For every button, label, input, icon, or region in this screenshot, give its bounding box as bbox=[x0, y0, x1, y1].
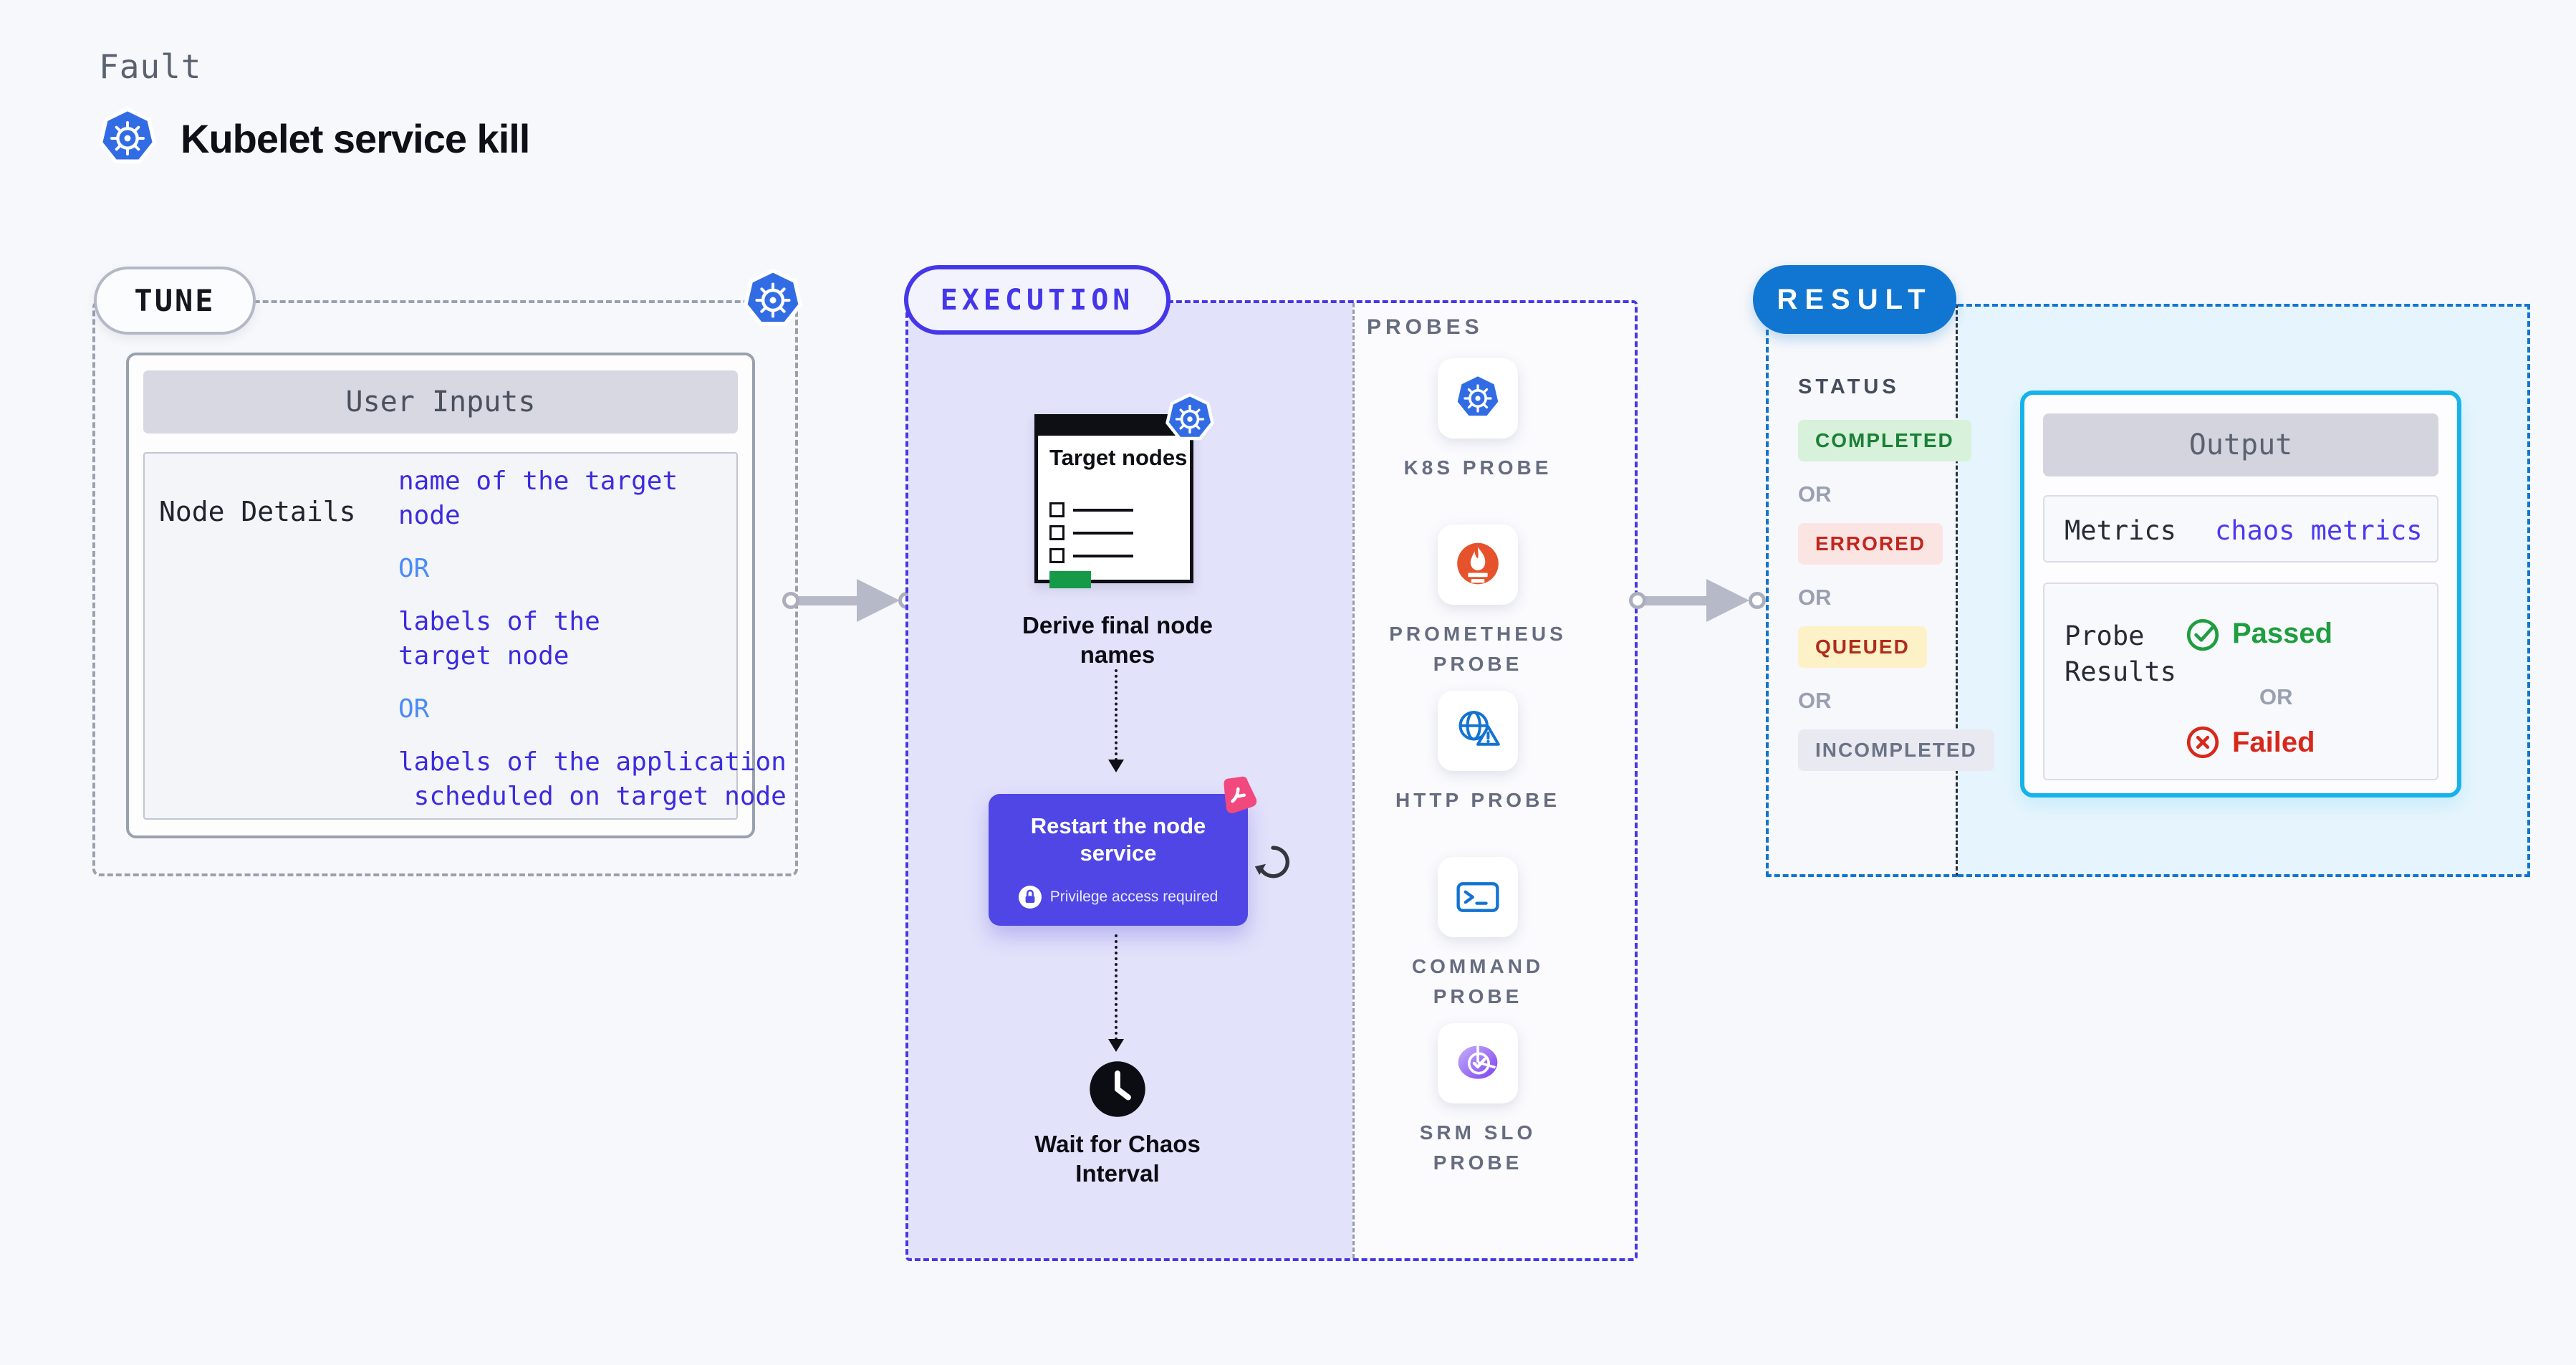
or-separator: OR bbox=[1798, 585, 1832, 610]
derive-node-names-label: Derive final node names bbox=[1022, 612, 1213, 668]
litmus-chaos-icon bbox=[1224, 776, 1257, 813]
http-globe-warning-icon bbox=[1458, 711, 1500, 746]
prometheus-icon bbox=[1457, 542, 1499, 585]
checkbox-icon bbox=[1049, 502, 1064, 517]
execution-section-box bbox=[905, 300, 1638, 1261]
node-details-options: name of the target node OR labels of the… bbox=[398, 464, 787, 814]
probes-panel bbox=[1352, 303, 1635, 1258]
option-line: target node bbox=[398, 641, 569, 671]
terminal-icon bbox=[1456, 882, 1499, 912]
card-titlebar bbox=[1037, 417, 1191, 436]
tune-badge: TUNE bbox=[94, 267, 256, 335]
probe-card-k8s bbox=[1438, 358, 1518, 439]
flow-arrow-execution-to-result bbox=[1629, 577, 1774, 624]
node-details-label: Node Details bbox=[159, 496, 356, 527]
option-line: name of the target bbox=[398, 466, 678, 496]
metrics-label: Metrics bbox=[2065, 515, 2176, 546]
failed-label: Failed bbox=[2232, 726, 2315, 758]
checkbox-icon bbox=[1049, 525, 1064, 540]
status-badge-incompleted: INCOMPLETED bbox=[1798, 729, 1994, 771]
kubernetes-icon bbox=[1163, 393, 1216, 446]
node-line bbox=[1073, 554, 1133, 557]
clock-icon bbox=[1090, 1061, 1145, 1117]
passed-label: Passed bbox=[2232, 617, 2333, 649]
node-list-row bbox=[1049, 502, 1133, 517]
metrics-row: Metrics chaos metrics bbox=[2043, 495, 2438, 562]
kubernetes-icon bbox=[1452, 373, 1504, 424]
probe-label: PROMETHEUS PROBE bbox=[1389, 623, 1567, 675]
result-badge: RESULT bbox=[1753, 265, 1956, 334]
kubernetes-icon bbox=[741, 268, 805, 332]
status-badge-completed: COMPLETED bbox=[1798, 420, 1971, 461]
or-separator: OR bbox=[1798, 482, 1832, 507]
failed-row: Failed bbox=[2185, 724, 2315, 760]
flow-arrow-tune-to-execution bbox=[782, 577, 915, 624]
probe-label: COMMAND PROBE bbox=[1411, 955, 1544, 1007]
restart-node-service-step: Restart the node service Privilege acces… bbox=[989, 794, 1248, 926]
restart-step-title: Restart the node service bbox=[1030, 813, 1206, 866]
option-line: labels of the bbox=[398, 607, 600, 636]
connector-dot bbox=[1629, 592, 1646, 609]
probe-card-srm-slo bbox=[1438, 1023, 1518, 1103]
check-circle-icon bbox=[2186, 618, 2219, 651]
option-line: node bbox=[398, 501, 461, 530]
x-circle-icon bbox=[2186, 726, 2219, 759]
passed-row: Passed bbox=[2185, 616, 2332, 651]
lock-icon bbox=[1018, 886, 1042, 909]
user-inputs-body bbox=[143, 452, 738, 820]
target-nodes-title: Target nodes bbox=[1049, 445, 1188, 470]
or-separator: OR bbox=[398, 694, 430, 724]
probe-results-row: Probe Results Passed OR Failed bbox=[2043, 583, 2438, 780]
output-card: Output Metrics chaos metrics Probe Resul… bbox=[2020, 391, 2461, 798]
probe-label: SRM SLO PROBE bbox=[1419, 1121, 1537, 1174]
node-line bbox=[1073, 531, 1133, 535]
kubernetes-icon bbox=[96, 107, 159, 170]
status-heading: STATUS bbox=[1798, 375, 1900, 398]
target-nodes-card: Target nodes bbox=[1034, 414, 1193, 588]
metrics-value: chaos metrics bbox=[2215, 515, 2423, 546]
or-separator: OR bbox=[398, 554, 430, 583]
probe-card-prometheus bbox=[1438, 525, 1518, 605]
flow-arrow-down bbox=[1108, 669, 1124, 772]
status-badge-errored: ERRORED bbox=[1798, 523, 1943, 565]
or-separator: OR bbox=[1798, 688, 1832, 713]
execution-badge: EXECUTION bbox=[904, 265, 1171, 335]
or-separator: OR bbox=[2259, 684, 2293, 709]
probe-label: HTTP PROBE bbox=[1395, 789, 1560, 811]
checkbox-icon bbox=[1049, 548, 1064, 563]
privilege-row: Privilege access required bbox=[989, 886, 1248, 909]
output-header: Output bbox=[2043, 413, 2438, 476]
privilege-note: Privilege access required bbox=[1049, 889, 1219, 905]
wait-chaos-interval-label: Wait for Chaos Interval bbox=[1034, 1131, 1201, 1187]
option-line: scheduled on target node bbox=[398, 782, 787, 811]
status-badge-queued: QUEUED bbox=[1798, 626, 1927, 668]
connector-dot bbox=[1749, 592, 1766, 609]
probe-label: K8S PROBE bbox=[1403, 456, 1552, 479]
probe-card-http bbox=[1438, 691, 1518, 771]
probe-results-label: Probe Results bbox=[2065, 621, 2176, 687]
flow-arrow-down bbox=[1108, 934, 1124, 1052]
node-list-row bbox=[1049, 548, 1133, 563]
user-inputs-header: User Inputs bbox=[143, 370, 738, 434]
probes-heading: PROBES bbox=[1367, 315, 1484, 339]
connector-dot bbox=[782, 592, 799, 609]
page-title: Kubelet service kill bbox=[181, 115, 530, 161]
progress-bar bbox=[1049, 571, 1091, 588]
option-line: labels of the application bbox=[398, 747, 787, 777]
tune-section-box bbox=[92, 300, 798, 876]
node-list-row bbox=[1049, 525, 1133, 540]
retry-loop-icon bbox=[1254, 846, 1289, 878]
slo-gauge-icon bbox=[1458, 1045, 1498, 1079]
title-row: Kubelet service kill bbox=[96, 106, 530, 171]
fault-kicker: Fault bbox=[99, 47, 202, 86]
node-line bbox=[1073, 508, 1133, 512]
probe-card-command bbox=[1438, 857, 1518, 937]
